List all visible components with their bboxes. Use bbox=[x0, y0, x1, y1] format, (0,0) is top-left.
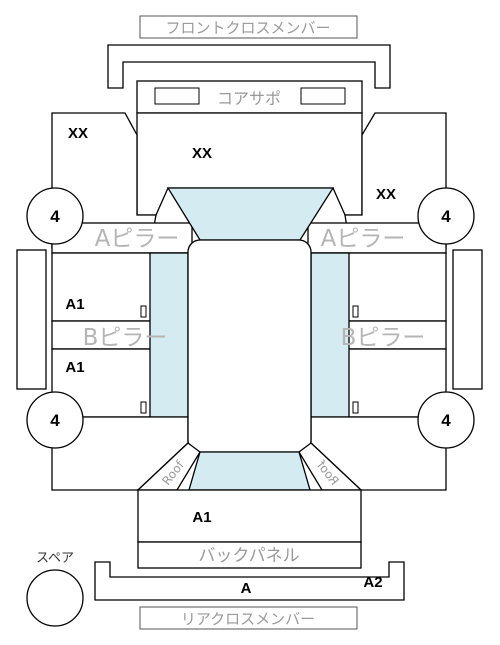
front-right-tire-value: 4 bbox=[441, 207, 451, 226]
left-fender-grade: XX bbox=[68, 125, 88, 142]
trunk-grade: A1 bbox=[192, 509, 211, 526]
spare-tire bbox=[26, 569, 84, 627]
left-front-door-grade: A1 bbox=[65, 296, 84, 313]
front-cross-member-label: フロントクロスメンバー bbox=[165, 19, 330, 37]
roof-panel bbox=[187, 239, 312, 453]
right-front-door-handle bbox=[352, 305, 359, 318]
rear-left-tire bbox=[26, 391, 84, 449]
left-b-pillar-label: Bピラー bbox=[83, 325, 168, 351]
rear-bumper-grade-a: A bbox=[241, 580, 252, 597]
front-bumper bbox=[107, 44, 391, 89]
rear-cross-member-box bbox=[139, 606, 358, 630]
rear-cross-member-label: リアクロスメンバー bbox=[181, 610, 315, 628]
right-rocker-panel bbox=[452, 249, 483, 390]
rear-left-tire-value: 4 bbox=[50, 411, 60, 430]
right-side-windows bbox=[310, 252, 350, 418]
right-rear-door-handle bbox=[352, 401, 359, 414]
rear-bumper bbox=[94, 561, 405, 601]
trunk-lid bbox=[137, 489, 362, 543]
right-a-pillar-label: Aピラー bbox=[321, 226, 406, 252]
left-rear-door-handle bbox=[140, 401, 147, 414]
right-headlight bbox=[300, 87, 346, 105]
left-rear-door-grade: A1 bbox=[65, 359, 84, 376]
left-a-pillar-label: Aピラー bbox=[95, 226, 180, 252]
right-fender-grade: XX bbox=[376, 186, 396, 203]
front-right-tire bbox=[417, 187, 475, 245]
left-side-windows bbox=[149, 252, 189, 418]
rear-bumper-grade-a2: A2 bbox=[363, 574, 382, 591]
left-headlight bbox=[154, 87, 200, 105]
front-left-tire-value: 4 bbox=[50, 207, 60, 226]
right-b-pillar-label: Bピラー bbox=[341, 325, 426, 351]
rear-right-tire-value: 4 bbox=[441, 411, 451, 430]
spare-tire-label: スペア bbox=[36, 551, 74, 566]
rear-right-tire bbox=[417, 391, 475, 449]
left-rocker-panel bbox=[16, 249, 47, 390]
back-panel bbox=[137, 541, 362, 569]
rear-window bbox=[188, 451, 311, 491]
front-cross-member-box bbox=[139, 15, 358, 39]
back-panel-label: バックパネル bbox=[198, 546, 299, 566]
left-front-door-handle bbox=[140, 305, 147, 318]
core-support-label: コアサポ bbox=[217, 89, 281, 108]
front-left-tire bbox=[26, 187, 84, 245]
hood-grade: XX bbox=[192, 145, 212, 162]
